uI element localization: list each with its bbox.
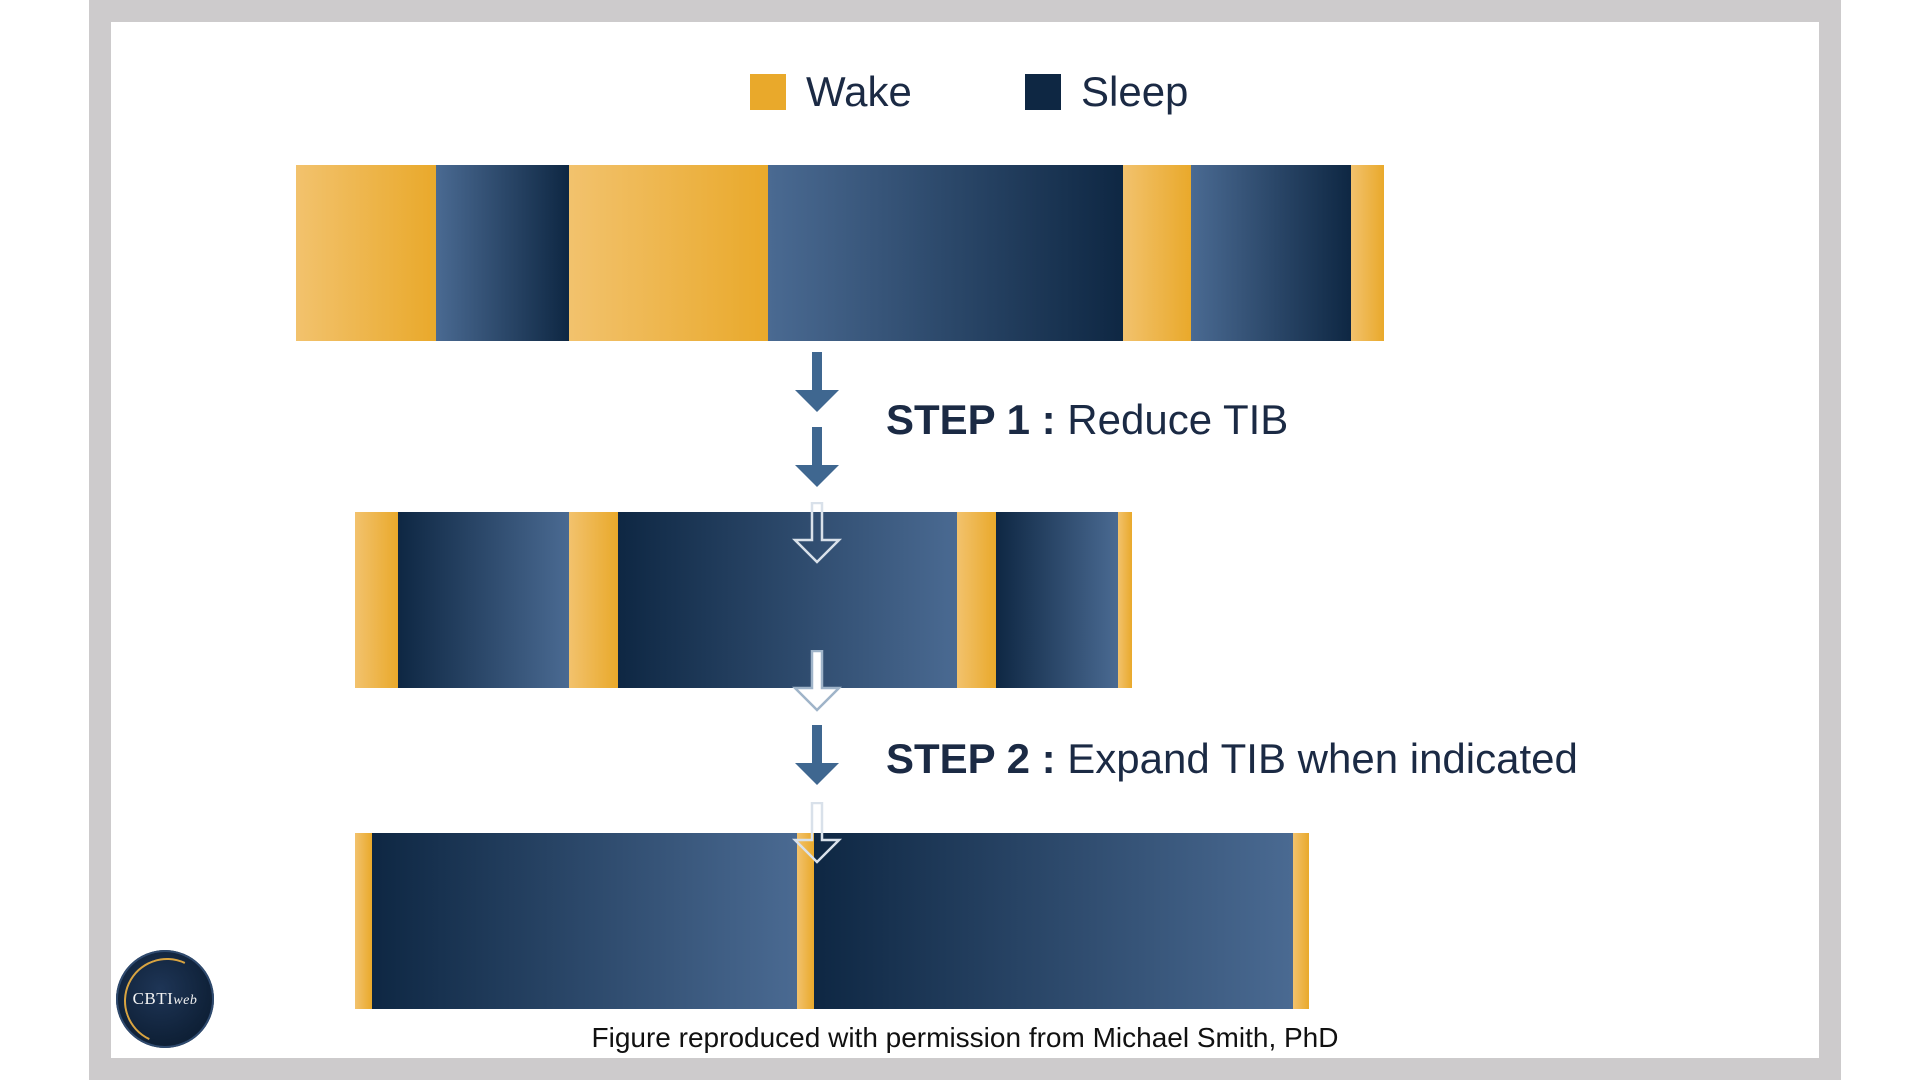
arrow-down-solid-icon	[789, 352, 845, 414]
bar-segment-sleep	[372, 833, 797, 1009]
bar-segment-sleep	[1191, 165, 1351, 341]
arrow-down-solid-icon	[789, 427, 845, 489]
bar-segment-wake	[1123, 165, 1191, 341]
arrow-down-solid-icon	[789, 725, 845, 787]
legend-label-wake: Wake	[806, 68, 912, 115]
arrow-down-outline-icon	[789, 802, 845, 864]
arrow-down-outline-icon	[789, 502, 845, 564]
bar-segment-wake	[296, 165, 436, 341]
sleep-bar-step2	[355, 833, 1309, 1009]
bar-segment-wake	[569, 165, 768, 341]
legend-swatch-sleep	[1025, 74, 1061, 110]
figure-frame: Wake Sleep STEP 1 :	[89, 0, 1841, 1080]
bar-segment-sleep	[814, 833, 1293, 1009]
step-1-text: Reduce TIB	[1067, 396, 1289, 443]
bar-segment-sleep	[398, 512, 569, 688]
bar-segment-sleep	[436, 165, 569, 341]
bar-segment-wake	[569, 512, 618, 688]
bar-segment-wake	[355, 833, 372, 1009]
logo-text: CBTIweb	[132, 989, 198, 1008]
step-1-heading: STEP 1 :	[886, 396, 1056, 443]
step-2-label: STEP 2 : Expand TIB when indicated	[886, 735, 1578, 783]
step-2-text: Expand TIB when indicated	[1067, 735, 1578, 782]
legend-swatch-wake	[750, 74, 786, 110]
legend-item-wake: Wake	[750, 68, 912, 116]
bar-segment-wake	[1351, 165, 1384, 341]
sleep-bar-baseline	[296, 165, 1384, 341]
bar-segment-sleep	[768, 165, 1123, 341]
cbtiweb-logo: CBTIweb	[116, 950, 214, 1048]
legend-item-sleep: Sleep	[1025, 68, 1188, 116]
figure-panel: Wake Sleep STEP 1 :	[111, 22, 1819, 1058]
legend-label-sleep: Sleep	[1081, 68, 1189, 115]
bar-segment-wake	[957, 512, 996, 688]
bar-segment-wake	[797, 833, 814, 1009]
bar-segment-wake	[355, 512, 398, 688]
bar-segment-wake	[1118, 512, 1132, 688]
arrow-down-outline-icon	[789, 650, 845, 712]
step-1-label: STEP 1 : Reduce TIB	[886, 396, 1288, 444]
sleep-bar-step1	[355, 512, 1132, 688]
figure-caption: Figure reproduced with permission from M…	[591, 1022, 1339, 1053]
bar-segment-sleep	[996, 512, 1118, 688]
bar-segment-wake	[1293, 833, 1309, 1009]
step-2-heading: STEP 2 :	[886, 735, 1056, 782]
bar-segment-sleep	[618, 512, 957, 688]
